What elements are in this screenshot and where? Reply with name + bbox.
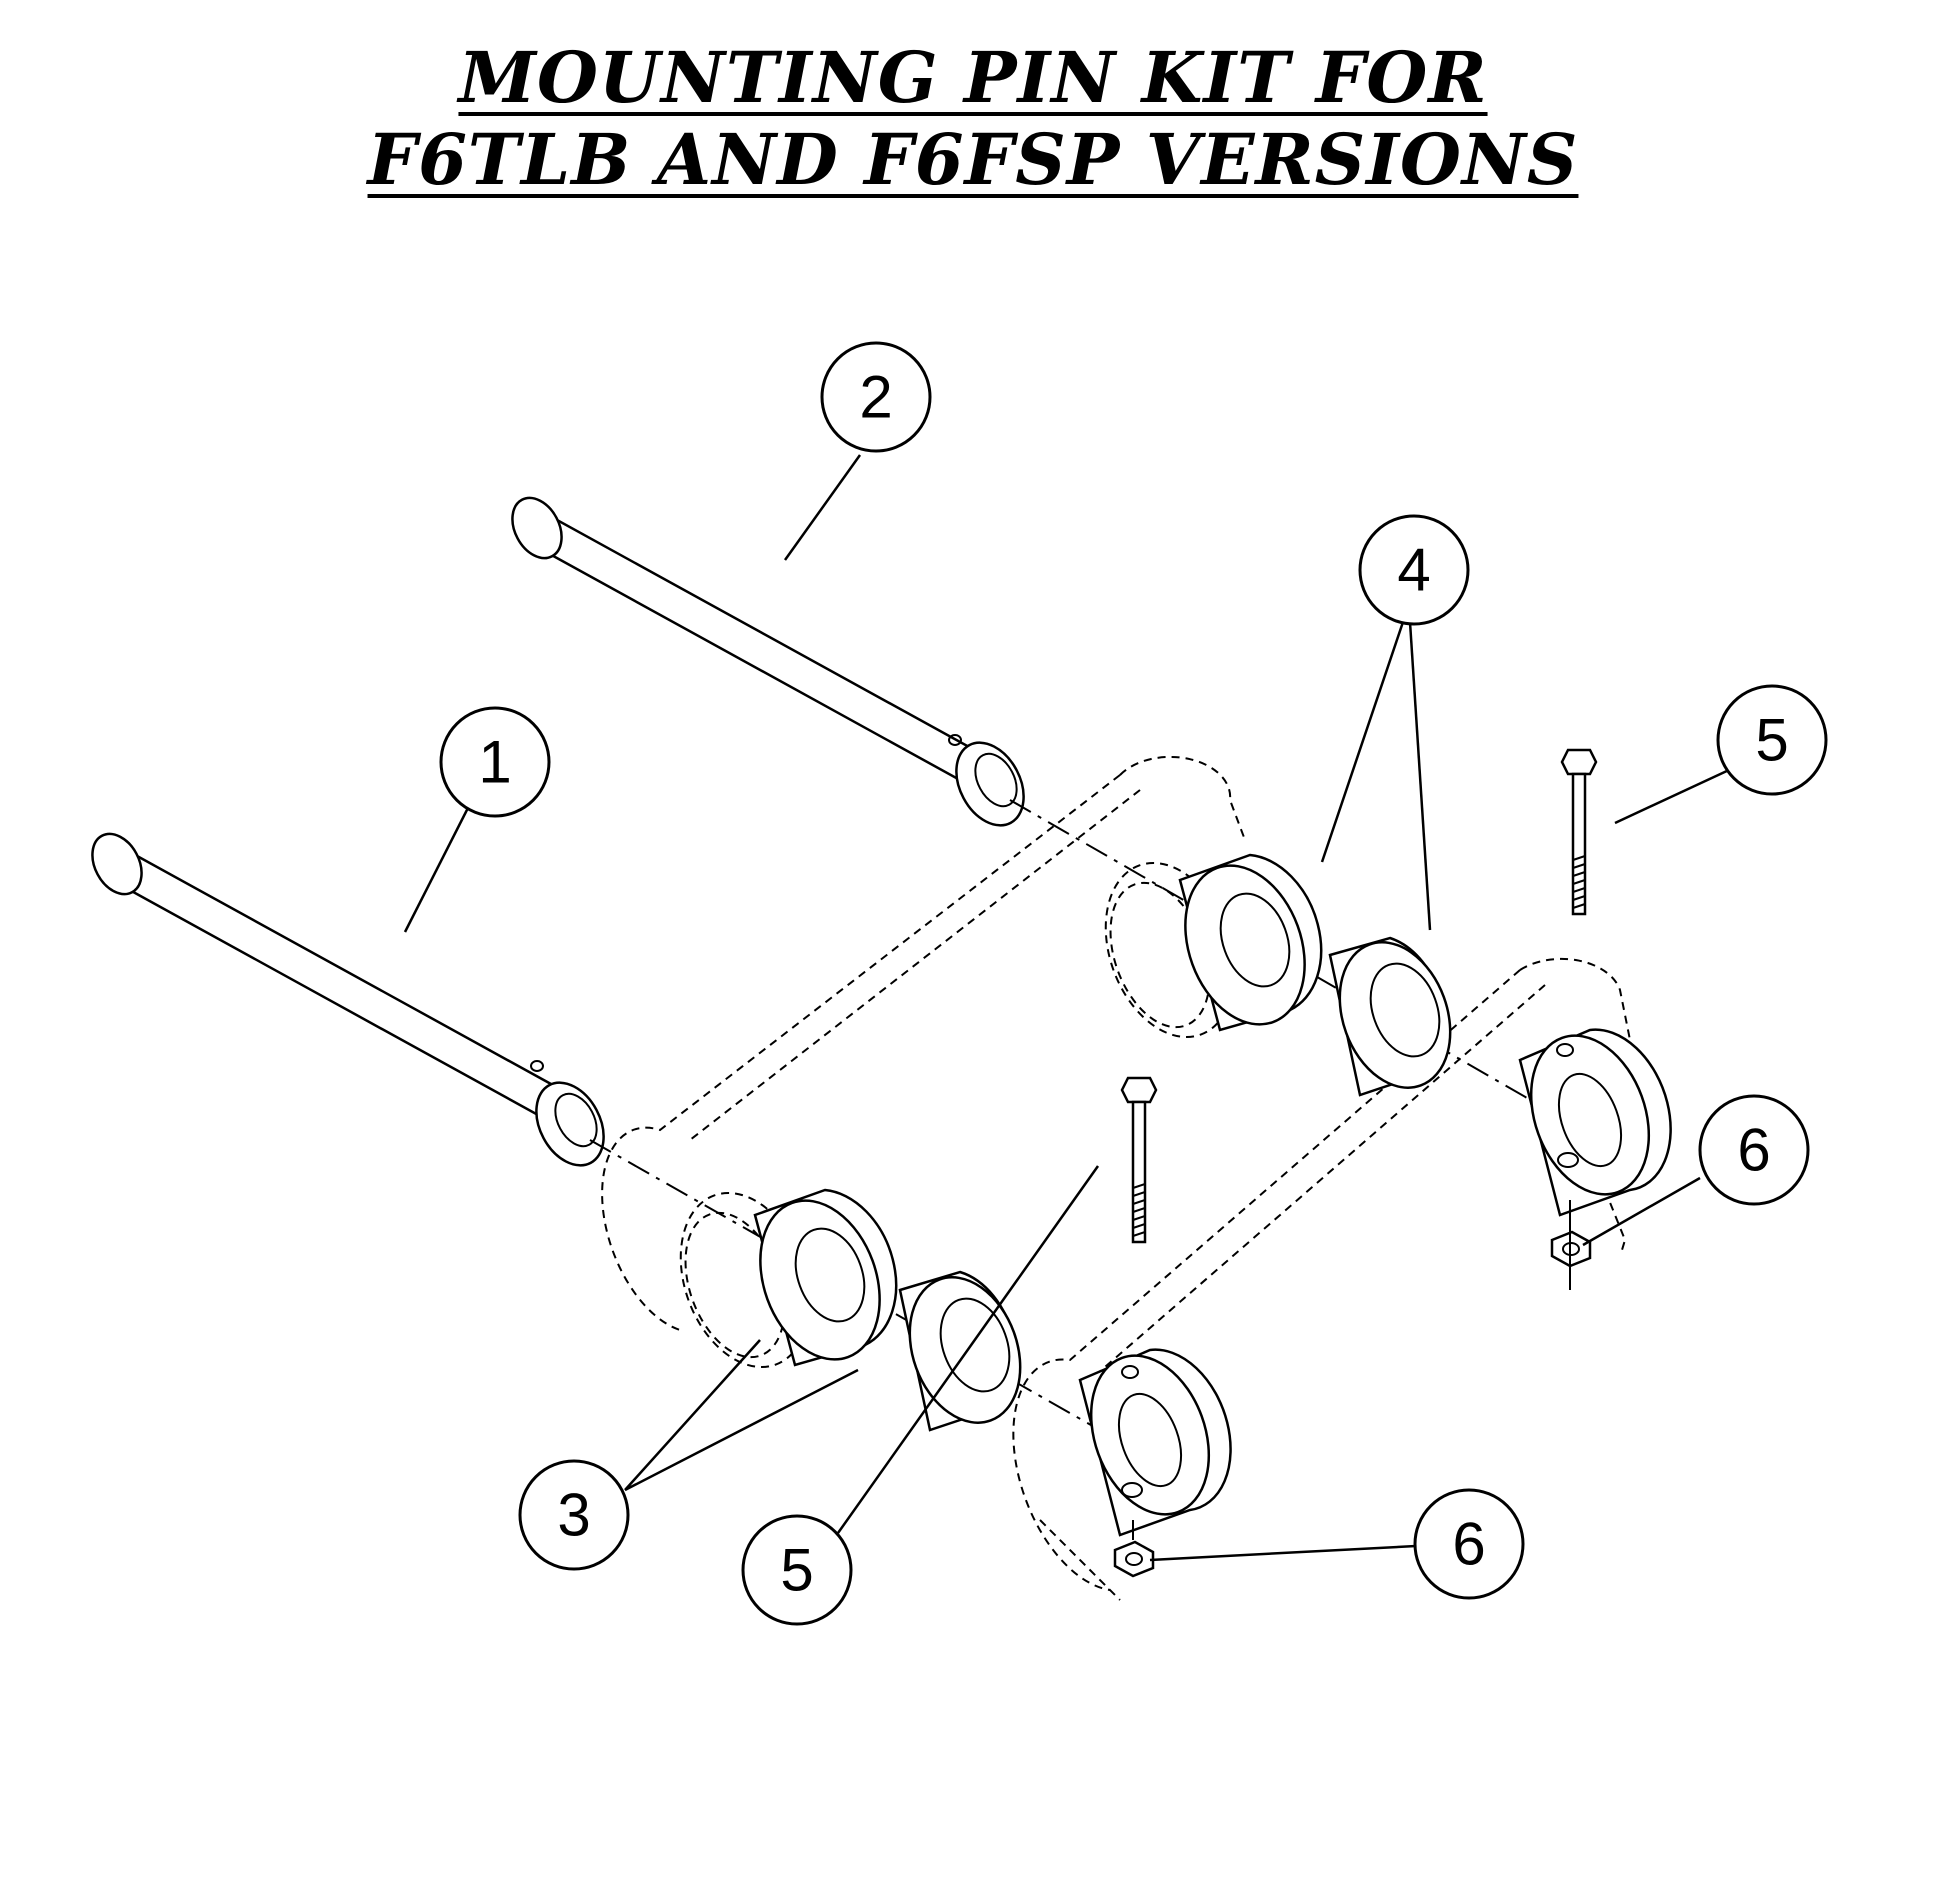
callout-6-upper-label: 6 xyxy=(1737,1117,1770,1184)
callout-5-lower-label: 5 xyxy=(780,1537,813,1604)
spacer-lower-large xyxy=(753,1188,898,1367)
callout-3-label: 3 xyxy=(557,1482,590,1549)
callout-4: 4 xyxy=(1358,514,1470,626)
spacer-upper-large xyxy=(1178,853,1323,1032)
spacer-upper-small xyxy=(1328,936,1452,1097)
callout-5-upper: 5 xyxy=(1716,684,1828,796)
callout-3: 3 xyxy=(518,1459,630,1571)
bushing-upper-right xyxy=(1518,1028,1672,1217)
callout-1-label: 1 xyxy=(478,729,511,796)
callout-6-lower-label: 6 xyxy=(1452,1511,1485,1578)
bushing-lower-right xyxy=(1078,1348,1232,1537)
callout-4-label: 4 xyxy=(1397,537,1430,604)
spacer-lower-small xyxy=(898,1270,1022,1432)
title-line-1: MOUNTING PIN KIT FOR xyxy=(458,36,1488,119)
bolt-upper xyxy=(1560,748,1598,916)
callout-6-lower: 6 xyxy=(1413,1488,1525,1600)
centerline-lower xyxy=(589,1139,1171,1471)
leader-lines xyxy=(403,454,1730,1562)
callout-5-lower: 5 xyxy=(741,1514,853,1626)
callout-2-label: 2 xyxy=(859,364,892,431)
nut-lower xyxy=(1113,1520,1155,1578)
title-line-2: F6TLB AND F6FSP VERSIONS xyxy=(367,118,1579,201)
callout-2: 2 xyxy=(820,341,932,453)
callout-6-upper: 6 xyxy=(1698,1094,1810,1206)
nut-upper xyxy=(1550,1200,1592,1290)
pin-upper xyxy=(511,496,1025,827)
callout-5-upper-label: 5 xyxy=(1755,707,1788,774)
callout-1: 1 xyxy=(439,706,551,818)
bolt-lower xyxy=(1120,1076,1158,1244)
pin-lower xyxy=(91,832,605,1167)
